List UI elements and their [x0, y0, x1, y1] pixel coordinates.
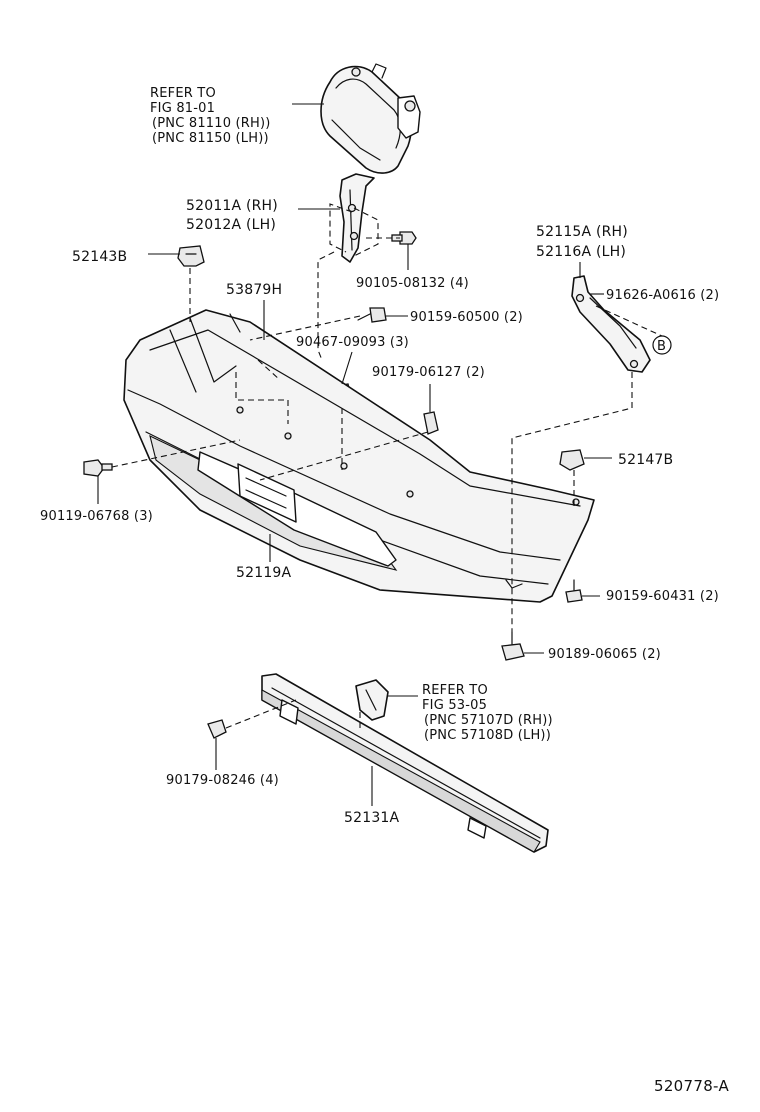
- leader-lines: [97, 103, 612, 806]
- clip-90189: [501, 631, 525, 661]
- label-52143b: 52143B: [72, 249, 127, 265]
- assembly-dashed-lines: [111, 203, 663, 730]
- label-refer-53-line1: REFER TO: [422, 683, 488, 698]
- label-90159-60431: 90159-60431 (2): [606, 589, 719, 604]
- clip-52143b: [177, 245, 205, 267]
- label-52012a: 52012A (LH): [186, 217, 276, 233]
- label-52115a: 52115A (RH): [536, 224, 628, 240]
- label-refer-81-line1: REFER TO: [150, 86, 216, 101]
- label-refer-53-line3: (PNC 57107D (RH)): [424, 713, 553, 728]
- label-91626: 91626-A0616 (2): [606, 288, 719, 303]
- diagram-id: 520778-A: [654, 1077, 729, 1095]
- label-52131a: 52131A: [344, 810, 400, 826]
- label-52119a: 52119A: [236, 565, 292, 581]
- label-52147b: 52147B: [618, 452, 673, 468]
- label-refer-81-line2: FIG 81-01: [150, 101, 215, 116]
- label-90189: 90189-06065 (2): [548, 647, 661, 662]
- label-refer-81-line4: (PNC 81150 (LH)): [152, 131, 269, 146]
- label-90119: 90119-06768 (3): [40, 509, 153, 524]
- screw-90159-60500: [357, 307, 387, 323]
- reinforcement-bracket: [355, 679, 389, 721]
- screw-90119: [83, 459, 113, 477]
- label-52116a: 52116A (LH): [536, 244, 626, 260]
- label-refer-53-line2: FIG 53-05: [422, 698, 487, 713]
- label-mark-b: B: [657, 339, 666, 354]
- front-bumper-cover: [123, 309, 595, 603]
- retainer-52147b: [559, 449, 585, 471]
- label-53879h: 53879H: [226, 282, 282, 298]
- bumper-reinforcement: [261, 673, 549, 853]
- bolt-90105: [391, 231, 417, 245]
- fog-lamp-bracket: [339, 173, 375, 263]
- callout-labels: REFER TO FIG 81-01 (PNC 81110 (RH)) (PNC…: [40, 86, 729, 1095]
- label-90159-60500: 90159-60500 (2): [410, 310, 523, 325]
- label-90105: 90105-08132 (4): [356, 276, 469, 291]
- label-90467: 90467-09093 (3): [296, 335, 409, 350]
- label-refer-81-line3: (PNC 81110 (RH)): [152, 116, 271, 131]
- label-90179-08246: 90179-08246 (4): [166, 773, 279, 788]
- nut-90179-08246: [207, 719, 227, 739]
- label-90179-06127: 90179-06127 (2): [372, 365, 485, 380]
- label-refer-53-line4: (PNC 57108D (LH)): [424, 728, 551, 743]
- nut-90179-06127: [423, 411, 439, 435]
- screw-90159-60431: [565, 579, 583, 603]
- label-52011a: 52011A (RH): [186, 198, 278, 214]
- fog-lamp-assembly: [320, 63, 421, 174]
